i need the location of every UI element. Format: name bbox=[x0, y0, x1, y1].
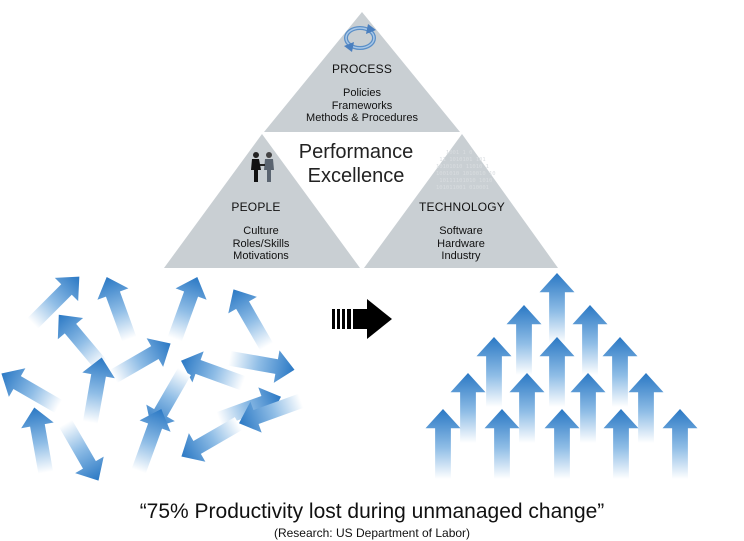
center-title-line2: Excellence bbox=[307, 165, 405, 187]
blue-arrow-icon bbox=[51, 415, 113, 489]
people-item: Culture bbox=[243, 225, 279, 237]
blue-arrow-icon bbox=[570, 373, 606, 443]
source-citation: (Research: US Department of Labor) bbox=[273, 526, 471, 540]
blue-arrow-icon bbox=[628, 373, 664, 443]
scattered-arrows bbox=[0, 264, 307, 489]
people-item: Roles/Skills bbox=[232, 237, 290, 250]
technology-items: Software Hardware Industry bbox=[400, 225, 522, 263]
quote-text: “75% Productivity lost during unmanaged … bbox=[139, 500, 605, 523]
blue-arrow-icon bbox=[506, 305, 542, 375]
technology-item: Software bbox=[439, 225, 483, 237]
people-heading: PEOPLE bbox=[231, 200, 281, 214]
blue-arrow-icon bbox=[425, 409, 461, 479]
blue-arrow-icon bbox=[484, 409, 520, 479]
blue-arrow-icon bbox=[603, 409, 639, 479]
process-item: Frameworks bbox=[331, 99, 393, 112]
process-section: PROCESS bbox=[300, 62, 424, 76]
blue-arrow-icon bbox=[539, 273, 575, 343]
technology-triangle bbox=[364, 134, 558, 268]
blue-arrow-icon bbox=[18, 404, 62, 476]
blue-arrow-icon bbox=[219, 281, 281, 355]
blue-arrow-icon bbox=[20, 264, 92, 336]
blue-arrow-icon bbox=[602, 337, 638, 407]
process-items: Policies Frameworks Methods & Procedures bbox=[286, 87, 438, 125]
blue-arrow-icon bbox=[159, 271, 213, 345]
center-title-line1: Performance bbox=[298, 141, 414, 163]
center-title: Performance Excellence bbox=[270, 140, 442, 188]
cycle-arrows-icon bbox=[344, 24, 376, 52]
technology-heading: TECHNOLOGY bbox=[418, 200, 505, 214]
blue-arrow-icon bbox=[74, 354, 118, 426]
process-item: Methods & Procedures bbox=[306, 112, 418, 124]
binary-code-icon: 1001 1 0 11 1010101 101 10101010 11010 1… bbox=[436, 150, 496, 191]
blue-arrow-icon bbox=[476, 337, 512, 407]
blue-arrow-icon bbox=[572, 305, 608, 375]
blue-arrow-icon bbox=[509, 373, 545, 443]
blue-arrow-icon bbox=[544, 409, 580, 479]
technology-item: Industry bbox=[441, 250, 481, 262]
blue-arrow-icon bbox=[539, 337, 575, 407]
striped-right-arrow-icon bbox=[332, 299, 392, 339]
process-item: Policies bbox=[343, 87, 381, 99]
technology-item: Hardware bbox=[437, 237, 485, 250]
process-triangle bbox=[264, 12, 460, 132]
blue-arrow-icon bbox=[105, 329, 179, 391]
blue-arrow-icon bbox=[662, 409, 698, 479]
handshake-people-icon bbox=[251, 152, 274, 182]
blue-arrow-icon bbox=[450, 373, 486, 443]
people-items: Culture Roles/Skills Motivations bbox=[200, 225, 322, 263]
process-heading: PROCESS bbox=[331, 62, 393, 76]
people-item: Motivations bbox=[233, 250, 289, 262]
blue-arrow-icon bbox=[91, 271, 145, 345]
aligned-arrows-pyramid bbox=[425, 273, 698, 479]
people-triangle bbox=[164, 134, 360, 268]
